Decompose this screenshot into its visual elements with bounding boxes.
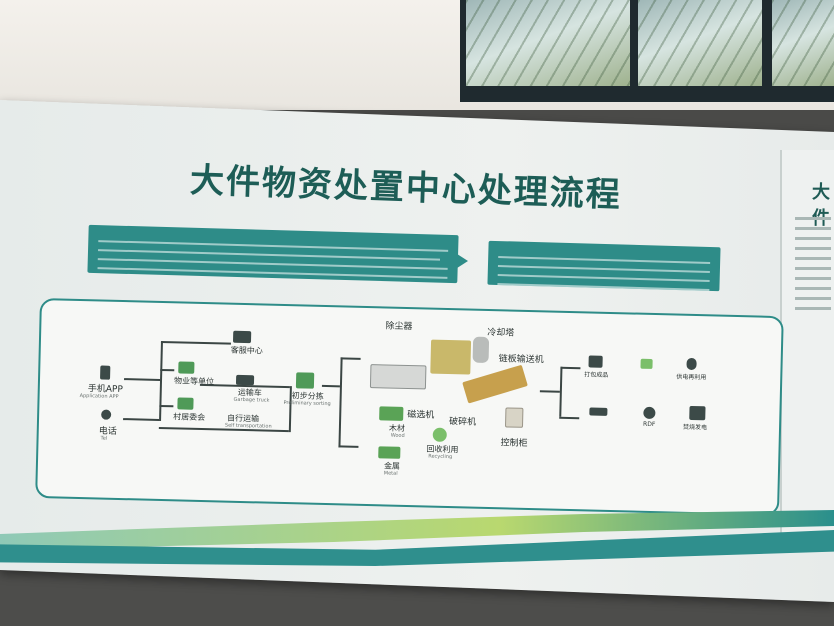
baling-label: 打包成品 [584,371,609,379]
magnetic-separator-label: 磁选机 [407,410,435,421]
phone-icon [101,409,112,420]
truck-machine [369,364,427,390]
customer-center-label: 客服中心 [230,345,263,356]
chain-icon [589,407,608,416]
bulb-icon [686,357,697,371]
sorting-icon [295,372,315,389]
metal-label-en: Metal [383,470,398,477]
phone-app-icon [100,365,111,380]
adjacent-board [780,150,834,550]
preliminary-sorting-label-en: Preliminary sorting [283,399,331,408]
wood-label-en: Wood [390,432,405,439]
product-icon [640,358,653,369]
monitor-icon [232,330,252,344]
crusher-label: 破碎机 [448,417,477,428]
process-flow-panel: 手机APP Application APP 电话 Tel 客服中心 物业等单位 … [35,298,784,517]
village-label: 村居委会 [173,412,206,423]
intro-text-block [487,240,721,292]
intro-text-block [87,224,459,284]
truck-icon [235,374,255,386]
rdf-label: RDF [643,420,656,429]
cooling-tower-machine [472,336,490,363]
control-cabinet-machine [504,407,524,428]
dust-remover-machine [430,339,472,375]
power-label: 供电再利用 [676,373,707,382]
recycle-icon [432,427,447,442]
wood-icon [379,406,404,421]
window-pane [466,0,630,86]
power-plant-label: 焚烧发电 [682,423,708,432]
rdf-icon [643,406,656,420]
arrow-right-icon [440,252,468,270]
property-icon [178,361,195,374]
window-pane [772,0,834,86]
phone-app-label-en: Application APP [79,392,119,400]
window [460,0,834,102]
dust-remover-label: 除尘器 [385,321,413,333]
window-pane [638,0,762,86]
phone-label-en: Tel [100,435,108,442]
power-plant-icon [689,405,706,421]
transport-label-en: Garbage truck [233,396,270,404]
control-cabinet-label: 控制柜 [500,438,528,449]
metal-icon [378,446,401,459]
conveyor-label: 链板输送机 [498,354,544,366]
baling-icon [588,355,603,368]
village-icon [177,397,194,410]
adjacent-board-text [795,210,831,317]
recycle-label-en: Recycling [428,453,453,461]
cooling-tower-label: 冷却塔 [487,327,515,339]
conveyor-machine [462,364,528,404]
